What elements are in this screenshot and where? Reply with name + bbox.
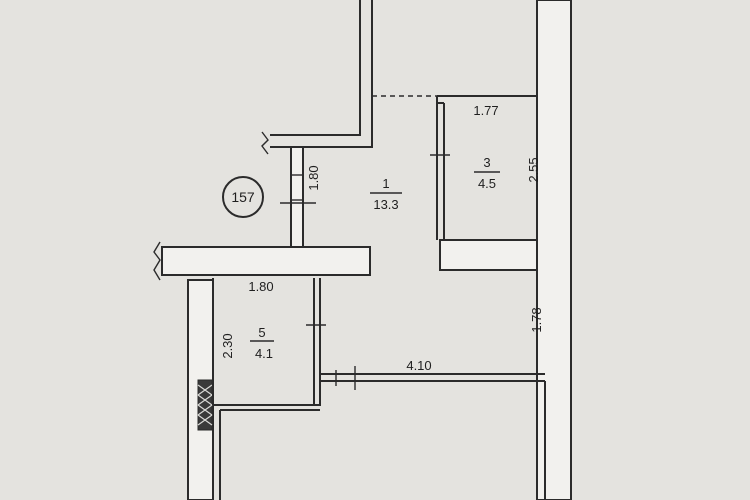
dim-room3-height: 2.55 xyxy=(526,157,541,182)
room1-number: 1 xyxy=(382,176,389,191)
room3-bottom-wall xyxy=(439,239,538,271)
room3-number: 3 xyxy=(483,155,490,170)
room5-number: 5 xyxy=(258,325,265,340)
break-mark-upper xyxy=(261,131,269,155)
break-mark-left xyxy=(153,241,161,281)
horizontal-wall-band xyxy=(161,246,371,276)
room5-area: 4.1 xyxy=(255,346,273,361)
partition-left xyxy=(290,146,304,248)
apartment-number: 157 xyxy=(231,189,255,205)
dim-bottom-width: 4.10 xyxy=(406,358,431,373)
room5-walls xyxy=(213,278,321,406)
room1-area: 13.3 xyxy=(373,197,398,212)
radiator-hatch xyxy=(197,379,213,431)
exterior-wall-right xyxy=(536,0,572,500)
wall-upper-left xyxy=(270,0,361,136)
dim-room5-height: 2.30 xyxy=(220,333,235,358)
dim-corridor-height: 1.80 xyxy=(306,165,321,190)
dim-room5-width: 1.80 xyxy=(248,279,273,294)
radiator-pattern xyxy=(197,384,213,426)
apartment-number-circle xyxy=(222,176,264,218)
room3-area: 4.5 xyxy=(478,176,496,191)
dim-room3-width: 1.77 xyxy=(473,103,498,118)
dim-right-height: 1.78 xyxy=(529,307,544,332)
